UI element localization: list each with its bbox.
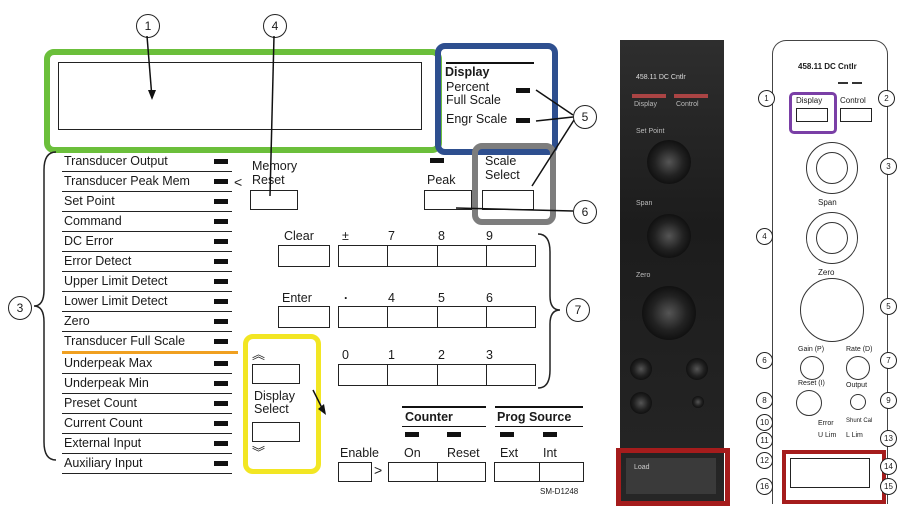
photo-span: Span	[636, 200, 652, 207]
callout-d7: 7	[880, 352, 897, 369]
drawing-span: Span	[818, 198, 837, 207]
callout-d13: 13	[880, 430, 897, 447]
drawing-ulim: U Lim	[818, 432, 836, 439]
callout-d16: 16	[756, 478, 773, 495]
callout-d10: 10	[756, 414, 773, 431]
drawing-display-button[interactable]	[796, 108, 828, 122]
photo-display: Display	[634, 101, 657, 108]
drawing-output-jack[interactable]	[850, 394, 866, 410]
callout-d6: 6	[756, 352, 773, 369]
span-knob[interactable]	[647, 214, 691, 258]
callout-d5: 5	[880, 298, 897, 315]
drawing-reset-knob[interactable]	[796, 390, 822, 416]
photo-zero: Zero	[636, 272, 650, 279]
photo-model: 458.11 DC Cntlr	[636, 74, 686, 81]
reset-knob[interactable]	[630, 392, 652, 414]
rate-knob[interactable]	[686, 358, 708, 380]
photo-control: Control	[676, 101, 699, 108]
drawing-control: Control	[840, 96, 866, 105]
callout-d15: 15	[880, 478, 897, 495]
drawing-control-button[interactable]	[840, 108, 872, 122]
callout-d3: 3	[880, 158, 897, 175]
drawing-load-window	[790, 458, 870, 488]
drawing-zero-knob[interactable]	[800, 278, 864, 342]
drawing-display: Display	[796, 96, 822, 105]
drawing-gain: Gain (P)	[798, 346, 824, 353]
drawing-zero: Zero	[818, 268, 834, 277]
zero-knob[interactable]	[642, 286, 696, 340]
drawing-gain-knob[interactable]	[800, 356, 824, 380]
callout-d14: 14	[880, 458, 897, 475]
leader-lines	[0, 0, 620, 503]
drawing-reset: Reset (I)	[798, 380, 825, 387]
drawing-llim: L Lim	[846, 432, 863, 439]
output-jack[interactable]	[692, 396, 704, 408]
callout-d2: 2	[878, 90, 895, 107]
callout-d12: 12	[756, 452, 773, 469]
callout-d8: 8	[756, 392, 773, 409]
callout-d4: 4	[756, 228, 773, 245]
drawing-shunt: Shunt Cal	[846, 418, 872, 424]
drawing-rate-knob[interactable]	[846, 356, 870, 380]
photo-red-highlight	[616, 448, 730, 506]
drawing-rate: Rate (D)	[846, 346, 872, 353]
callout-d9: 9	[880, 392, 897, 409]
callout-d1: 1	[758, 90, 775, 107]
gain-knob[interactable]	[630, 358, 652, 380]
set-point-knob[interactable]	[647, 140, 691, 184]
drawing-output: Output	[846, 382, 867, 389]
controller-photo: 458.11 DC Cntlr Display Control Set Poin…	[620, 40, 724, 503]
photo-set-point: Set Point	[636, 128, 664, 135]
drawing-model: 458.11 DC Cntlr	[798, 62, 857, 71]
drawing-error: Error	[818, 420, 834, 427]
callout-d11: 11	[756, 432, 773, 449]
